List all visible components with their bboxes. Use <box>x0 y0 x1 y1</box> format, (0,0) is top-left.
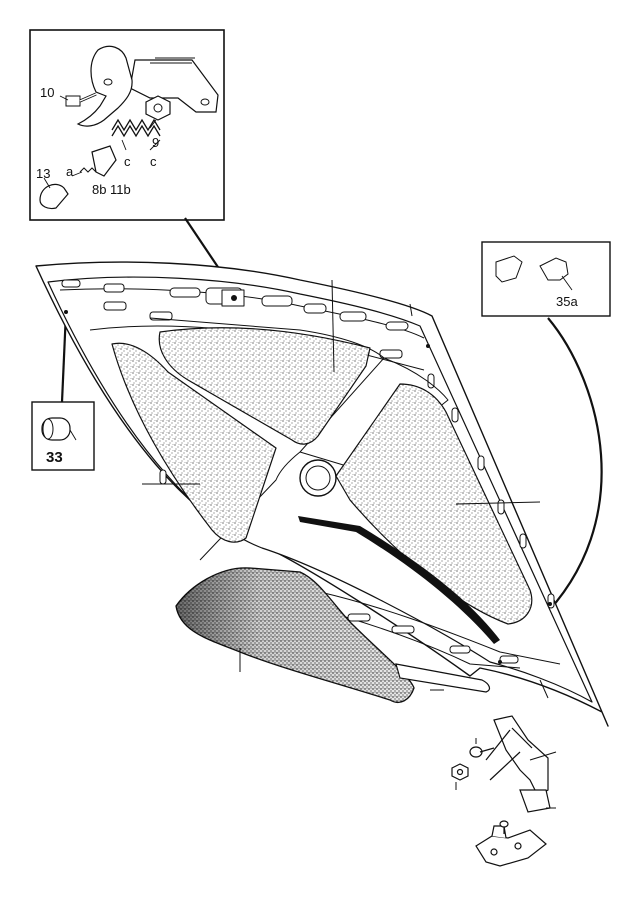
clip-inset: 35a <box>481 241 611 317</box>
label-13: 13 <box>36 166 50 181</box>
rear-rail-slots <box>347 613 519 664</box>
hinge-nut <box>451 763 469 781</box>
label-8b: 8b <box>92 182 106 197</box>
hinge-assembly <box>451 715 551 867</box>
latch-nut <box>145 95 171 121</box>
insulation-top <box>158 327 371 445</box>
hinge-arm <box>519 789 551 813</box>
label-35a: 35a <box>556 294 578 309</box>
hinge-lower-bracket <box>475 829 547 867</box>
latch-sleeve <box>91 145 117 177</box>
latch-pin <box>79 167 97 173</box>
label-c-right: c <box>150 154 157 169</box>
latch-rubber-bump <box>39 183 69 210</box>
latch-inset: 10 9 c c 13 a 8b 11b <box>29 29 225 221</box>
side-slots <box>159 373 555 609</box>
insulation-right <box>335 383 533 625</box>
label-11b: 11b <box>110 182 131 197</box>
rubber-seal-strip <box>395 663 491 693</box>
label-c-left: c <box>124 154 131 169</box>
label-9: 9 <box>152 135 159 150</box>
hinge-screw-lower <box>499 820 509 834</box>
hinge-bolt-upper <box>469 746 495 758</box>
latch-bolt <box>65 92 97 107</box>
label-10: 10 <box>40 85 54 100</box>
latch-bracket-plate <box>129 59 219 113</box>
latch-spring <box>111 118 161 138</box>
insulation-left <box>111 342 277 543</box>
callout-leaders <box>142 279 557 809</box>
label-a: a <box>66 164 74 179</box>
label-33: 33 <box>46 449 63 466</box>
hinge-upper-bracket <box>493 715 549 797</box>
bump-inset: 33 <box>31 401 95 471</box>
latch-hook <box>76 45 133 127</box>
hood-panel <box>35 261 609 727</box>
